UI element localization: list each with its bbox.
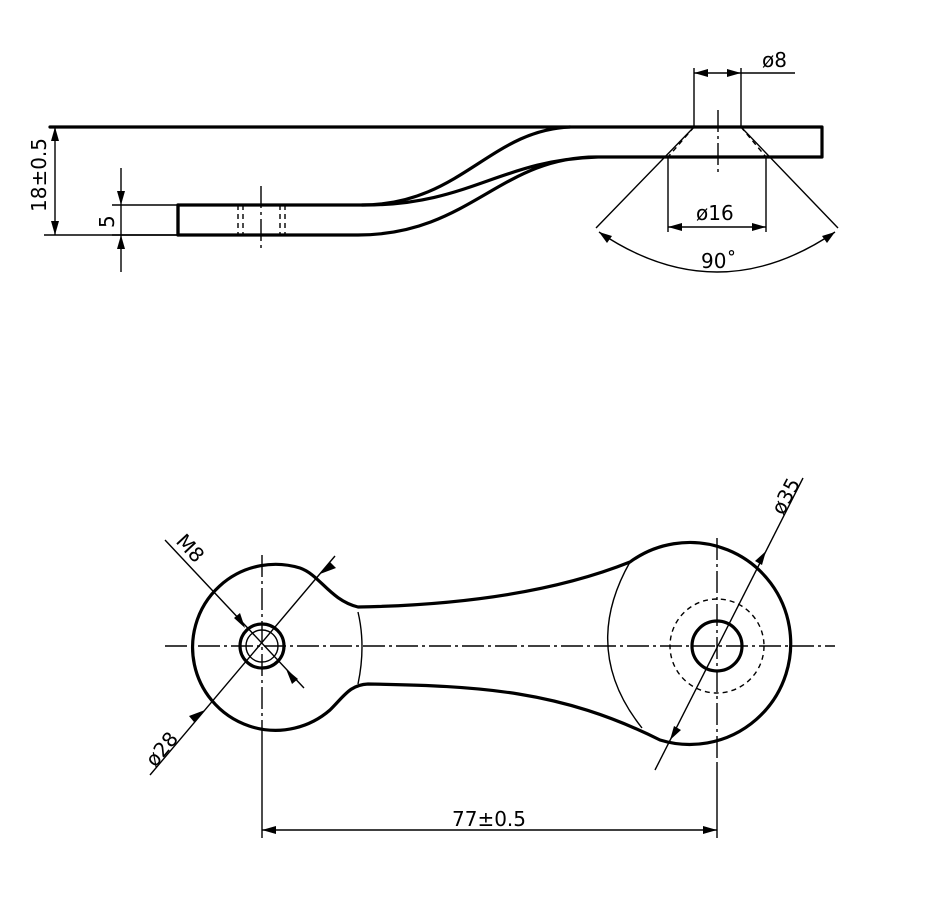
arrowhead — [320, 562, 336, 574]
countersink-hidden-right — [740, 126, 767, 158]
plan-view: M8 ø28 ø35 77±0.5 — [140, 474, 835, 838]
leader-line — [149, 555, 336, 776]
side-view: ø8 ø16 90˚ 18±0.5 5 — [27, 48, 839, 273]
dim-boss-small: ø28 — [140, 727, 183, 771]
arrowhead — [599, 232, 612, 243]
arrowhead — [668, 223, 682, 231]
arrowhead — [703, 826, 717, 834]
arrowhead — [752, 223, 766, 231]
dim-countersink-angle: 90˚ — [701, 249, 736, 273]
leader-line — [654, 477, 804, 771]
dim-boss-large: ø35 — [766, 474, 805, 519]
dim-countersink-diameter: ø16 — [696, 201, 734, 225]
leader-line — [164, 539, 305, 689]
arrowhead — [670, 726, 681, 740]
arrowhead — [822, 232, 835, 243]
extension-line — [740, 126, 839, 229]
arrowhead — [51, 221, 59, 235]
dim-height-total: 18±0.5 — [27, 138, 51, 212]
dim-center-distance: 77±0.5 — [452, 807, 526, 831]
angle-arc — [598, 231, 836, 273]
neck-line — [357, 611, 363, 685]
arrowhead — [262, 826, 276, 834]
arrowhead — [694, 69, 708, 77]
dim-thread: M8 — [171, 529, 209, 567]
arrowhead — [51, 127, 59, 141]
arrowhead — [189, 710, 205, 722]
arrowhead — [117, 235, 125, 249]
extension-line — [595, 126, 695, 229]
arrowhead — [727, 69, 741, 77]
countersink-hidden-left — [667, 126, 695, 158]
boss-line — [607, 561, 643, 729]
arrowhead — [117, 191, 125, 205]
side-view-top-bend — [360, 125, 572, 207]
dim-thickness: 5 — [95, 215, 119, 228]
arrowhead — [286, 669, 298, 684]
plan-view-outline — [191, 540, 793, 747]
dim-hole-small: ø8 — [762, 48, 787, 72]
arrowhead — [234, 613, 245, 628]
arrowhead — [755, 551, 766, 565]
